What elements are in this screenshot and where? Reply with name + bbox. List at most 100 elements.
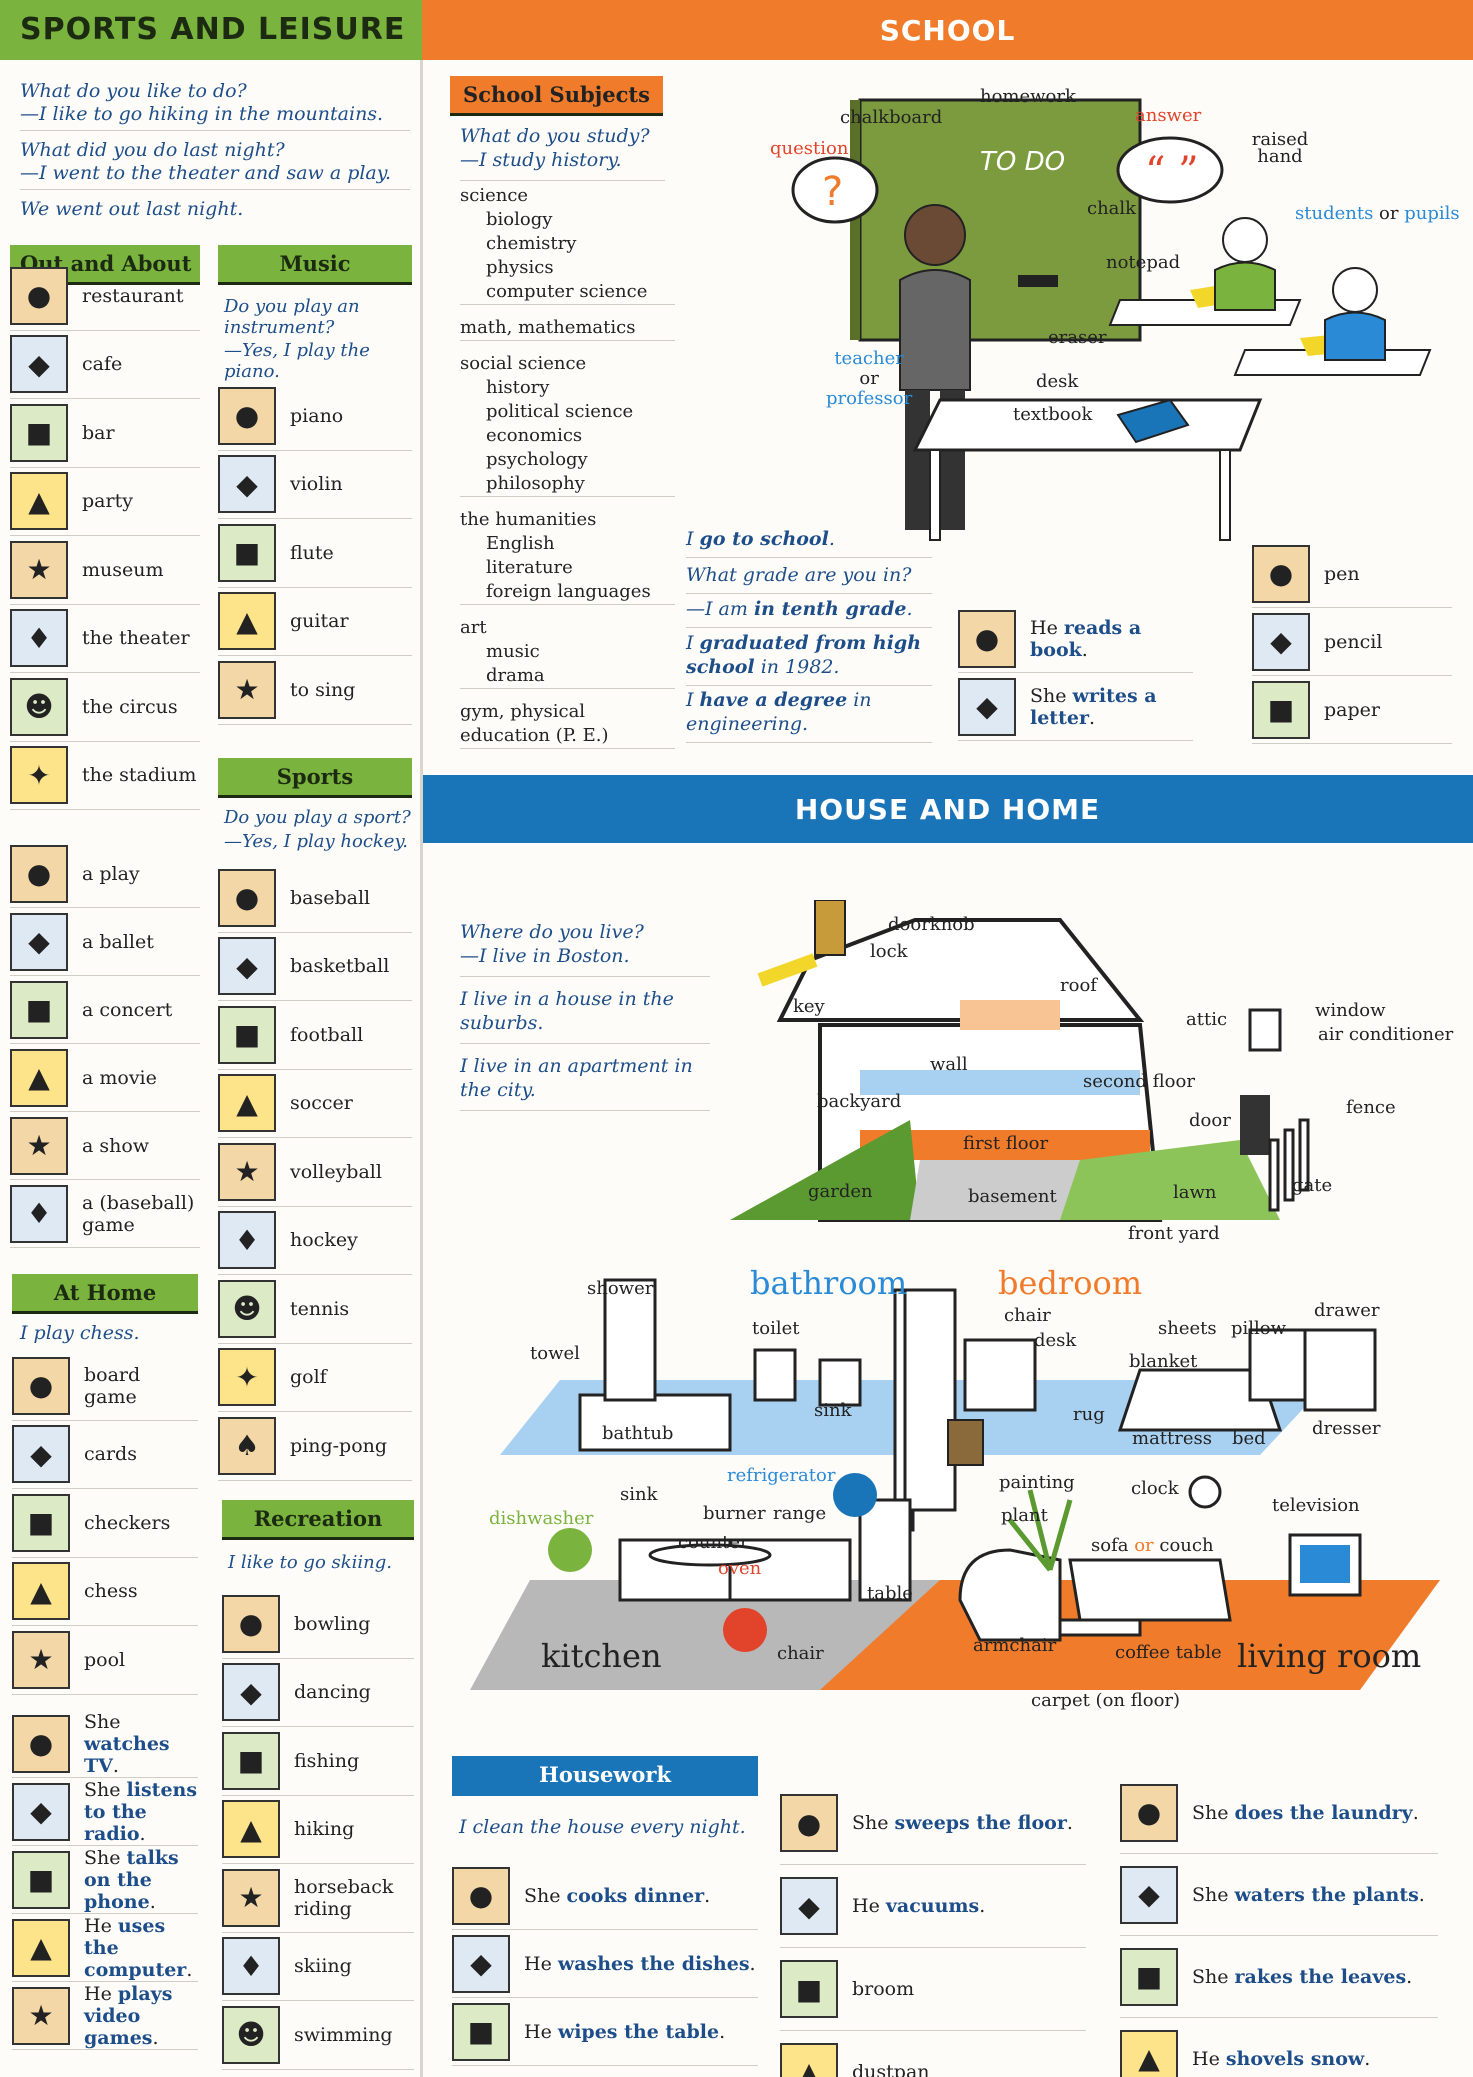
rooms-illustration bbox=[470, 1278, 1440, 1690]
recreation-row: ■fishing bbox=[222, 1727, 414, 1796]
out-about-row: ✦the stadium bbox=[10, 742, 200, 810]
activity-text: He shovels snow. bbox=[1192, 2048, 1370, 2070]
at-home-question: I play chess. bbox=[20, 1322, 140, 1344]
label-dishwasher: dishwasher bbox=[489, 1508, 594, 1529]
activity-verb: writes a letter bbox=[1030, 684, 1157, 729]
subject-item: philosophy bbox=[486, 473, 585, 494]
housework-1-icon: ● bbox=[452, 1866, 510, 1925]
item-label: horseback riding bbox=[294, 1875, 394, 1920]
activity-subject: He bbox=[1192, 2047, 1226, 2070]
item-label: a movie bbox=[82, 1066, 157, 1089]
label-notepad: notepad bbox=[1106, 252, 1181, 273]
label-second-floor: second floor bbox=[1083, 1071, 1195, 1092]
label-oven: oven bbox=[718, 1558, 762, 1579]
out-about-2-icon: ● bbox=[10, 844, 68, 903]
at-home-row: ▲chess bbox=[12, 1558, 198, 1626]
music-row: ▲guitar bbox=[218, 588, 412, 656]
housework-question: I clean the house every night. bbox=[459, 1816, 746, 1838]
label-plant: plant bbox=[1001, 1505, 1048, 1526]
item-label: bar bbox=[82, 421, 115, 444]
column-divider bbox=[420, 60, 423, 2077]
item-label: a show bbox=[82, 1134, 150, 1157]
sports-q1: Do you play a sport? bbox=[224, 807, 411, 828]
housework-title: Housework bbox=[452, 1756, 758, 1796]
activity-subject: She bbox=[1192, 1801, 1235, 1824]
item-label: museum bbox=[82, 558, 164, 581]
recreation-row: ◆dancing bbox=[222, 1659, 414, 1727]
subjects-question: What do you study? —I study history. bbox=[460, 124, 665, 181]
sports-row: ▲soccer bbox=[218, 1070, 412, 1138]
out-about-2-row: ▲a movie bbox=[10, 1044, 200, 1112]
phrase-part-c: in 1982. bbox=[754, 656, 840, 678]
out-about-2-row: ◆a ballet bbox=[10, 908, 200, 976]
professor-text: professor bbox=[826, 388, 913, 409]
activity-verb: vacuums bbox=[885, 1895, 980, 1917]
item-label: pencil bbox=[1324, 630, 1383, 653]
out-about-row: ▲party bbox=[10, 468, 200, 536]
music-q2: —Yes, I play the piano. bbox=[224, 340, 370, 382]
activity-subject: dustpan bbox=[852, 2061, 930, 2077]
house-a1: —I live in Boston. bbox=[460, 944, 710, 977]
activity-end: . bbox=[1406, 1965, 1413, 1988]
recreation-question: I like to go skiing. bbox=[228, 1552, 392, 1573]
item-label: a concert bbox=[82, 998, 173, 1021]
intro-q3: We went out last night. bbox=[20, 198, 244, 220]
housework-3-row: ▲He shovels snow. bbox=[1120, 2018, 1438, 2077]
out-about-icon: ◆ bbox=[10, 335, 68, 394]
at-home-row: ◆cards bbox=[12, 1421, 198, 1489]
activity-subject: She bbox=[1192, 1965, 1235, 1988]
activity-end: . bbox=[112, 1754, 119, 1777]
supply-row: ●pen bbox=[1252, 540, 1452, 608]
subject-item: computer science bbox=[486, 281, 648, 302]
phrase-part-b: in tenth grade bbox=[753, 598, 907, 620]
sports-icon: ★ bbox=[218, 1142, 276, 1201]
label-garden: garden bbox=[808, 1181, 873, 1202]
sports-icon: ◆ bbox=[218, 937, 276, 996]
sports-icon: ■ bbox=[218, 1005, 276, 1064]
housework-2-icon: ◆ bbox=[780, 1877, 838, 1935]
activity-text: She does the laundry. bbox=[1192, 1802, 1419, 1824]
phrase-part-a: I bbox=[686, 632, 700, 654]
at-home-row: ★pool bbox=[12, 1626, 198, 1695]
activity-verb: sweeps the floor bbox=[894, 1812, 1067, 1834]
label-coffee-table: coffee table bbox=[1115, 1642, 1222, 1663]
phrase-part-b: have a degree bbox=[699, 689, 848, 711]
item-label: fishing bbox=[294, 1749, 360, 1772]
activity-end: . bbox=[1081, 638, 1088, 661]
activity-end: . bbox=[139, 1822, 146, 1845]
recreation-row: ●bowling bbox=[222, 1590, 414, 1659]
subject-item: English bbox=[486, 533, 555, 554]
housework-1-icon: ■ bbox=[452, 2002, 510, 2061]
label-rug: rug bbox=[1073, 1404, 1105, 1425]
label-mattress: mattress bbox=[1132, 1428, 1212, 1449]
at-home-icon: ◆ bbox=[12, 1425, 70, 1484]
subject-item: music bbox=[486, 641, 540, 662]
label-air-conditioner: air conditioner bbox=[1318, 1024, 1454, 1045]
activity-subject: She bbox=[1192, 1883, 1235, 1906]
activity-verb: cooks dinner bbox=[566, 1884, 705, 1907]
label-bathtub: bathtub bbox=[602, 1423, 674, 1444]
item-label: guitar bbox=[290, 610, 349, 633]
housework-2-row: ●She sweeps the floor. bbox=[780, 1782, 1086, 1865]
label-basement: basement bbox=[968, 1186, 1057, 1207]
activity-verb: plays video games bbox=[84, 1982, 173, 2049]
phrase-part-a: I bbox=[686, 689, 700, 711]
activity-verb: uses the computer bbox=[84, 1914, 187, 1981]
label-sofa-couch: sofa or couch bbox=[1091, 1535, 1214, 1556]
out-about-icon: ☻ bbox=[10, 677, 68, 736]
item-label: paper bbox=[1324, 698, 1380, 721]
activity-verb: wipes the table bbox=[557, 2020, 720, 2043]
out-about-icon: ♦ bbox=[10, 609, 68, 668]
recreation-icon: ♦ bbox=[222, 1937, 280, 1996]
subject-item: foreign languages bbox=[486, 581, 651, 602]
activity-subject: broom bbox=[852, 1978, 915, 2000]
label-armchair: armchair bbox=[973, 1635, 1057, 1656]
phrase-part-a: I bbox=[686, 528, 700, 550]
label-sheets: sheets bbox=[1158, 1318, 1217, 1339]
sports-icon: ♠ bbox=[218, 1416, 276, 1475]
item-label: the circus bbox=[82, 695, 178, 718]
activity-subject: She bbox=[852, 1812, 895, 1834]
housework-2-icon: ■ bbox=[780, 1960, 838, 2018]
label-sink: sink bbox=[814, 1400, 852, 1421]
activity-verb: talks on the phone bbox=[84, 1846, 179, 1913]
